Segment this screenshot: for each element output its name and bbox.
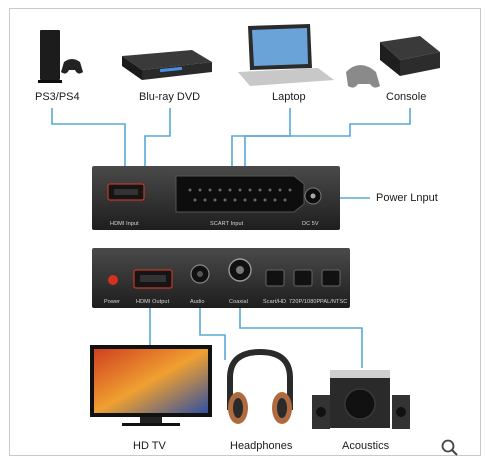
line-console xyxy=(244,108,411,190)
game-console-icon xyxy=(38,30,83,83)
scart-input-port xyxy=(175,175,305,213)
retro-console-icon xyxy=(346,36,440,88)
converter-back-panel xyxy=(92,248,350,308)
scart-hd-switch xyxy=(265,269,285,287)
zoom-search-icon[interactable] xyxy=(440,438,460,458)
label-hdmi-input: HDMI Input xyxy=(110,221,139,227)
label-dc: DC 5V xyxy=(302,221,319,227)
label-power-input: Power Lnput xyxy=(376,192,438,204)
label-ps3: PS3/PS4 xyxy=(35,91,80,103)
line-acoustics xyxy=(239,290,363,368)
line-bluray xyxy=(144,108,171,190)
bottom-connector-lines xyxy=(149,290,363,368)
label-resolution: 720P/1080P xyxy=(289,299,321,305)
converter-front-panel xyxy=(92,166,340,230)
tv-icon xyxy=(90,345,212,426)
label-headphones: Headphones xyxy=(230,440,293,452)
label-acoustics: Acoustics xyxy=(342,440,390,452)
line-ps3 xyxy=(51,108,126,190)
laptop-icon xyxy=(238,24,334,86)
power-led xyxy=(108,275,118,285)
label-power: Power xyxy=(104,299,121,305)
pal-ntsc-switch xyxy=(321,269,341,287)
label-hdtv: HD TV xyxy=(133,440,166,452)
label-hdmi-output: HDMI Output xyxy=(136,299,170,305)
headphones-icon xyxy=(227,348,293,424)
label-console: Console xyxy=(386,91,427,103)
label-scart-input: SCART Input xyxy=(210,221,244,227)
label-audio: Audio xyxy=(190,299,205,305)
bluray-player-icon xyxy=(122,50,212,80)
label-bluray: Blu-ray DVD xyxy=(139,91,201,103)
label-pal-ntsc: PAL/NTSC xyxy=(320,299,348,305)
line-headphones xyxy=(199,290,226,360)
resolution-switch xyxy=(293,269,313,287)
image-frame xyxy=(9,8,481,456)
speakers-icon xyxy=(312,370,410,429)
label-scart-hd: Scart/HD xyxy=(263,299,287,305)
label-coaxial: Coaxial xyxy=(229,299,249,305)
label-laptop: Laptop xyxy=(272,91,306,103)
